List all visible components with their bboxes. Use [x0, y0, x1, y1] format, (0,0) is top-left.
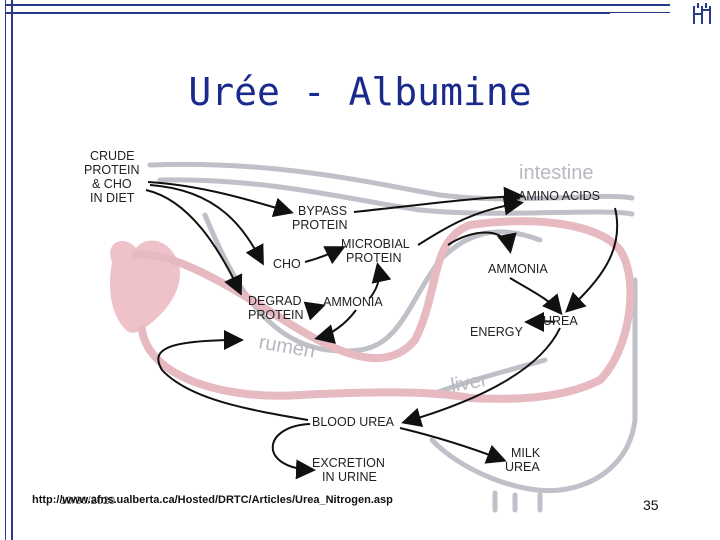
label-urea: UREA: [543, 314, 578, 328]
label-ammonia-liver: AMMONIA: [488, 262, 548, 276]
label-energy: ENERGY: [470, 325, 523, 339]
label-crude-protein: CRUDE PROTEIN & CHO IN DIET: [84, 149, 143, 205]
arrow-ammonia-rumen-to-blood: [318, 310, 356, 338]
arrow-degrad-to-ammonia: [310, 306, 322, 310]
label-ammonia-rumen: AMMONIA: [323, 295, 383, 309]
arrow-blood-urea-to-excretion: [273, 424, 312, 470]
label-cho: CHO: [273, 257, 301, 271]
label-bypass-protein: BYPASS PROTEIN: [292, 204, 351, 232]
label-blood-urea: BLOOD UREA: [312, 415, 395, 429]
label-microbial-protein: MICROBIAL PROTEIN: [341, 237, 413, 265]
label-degrad-protein: DEGRAD PROTEIN: [248, 294, 305, 322]
source-link[interactable]: http://www.afns.ualberta.ca/Hosted/DRTC/…: [32, 493, 412, 508]
region-intestine: intestine: [519, 162, 594, 184]
arrow-liver-ammonia-to-urea: [510, 278, 560, 312]
arrow-cho-to-microbial: [305, 248, 342, 262]
page-number: 35: [643, 497, 659, 513]
label-milk-urea: MILK UREA: [505, 446, 544, 474]
label-excretion-urine: EXCRETION IN URINE: [312, 456, 388, 484]
arrow-ammonia-to-microbial: [370, 266, 379, 298]
label-amino-acids: AMINO ACIDS: [518, 189, 600, 203]
